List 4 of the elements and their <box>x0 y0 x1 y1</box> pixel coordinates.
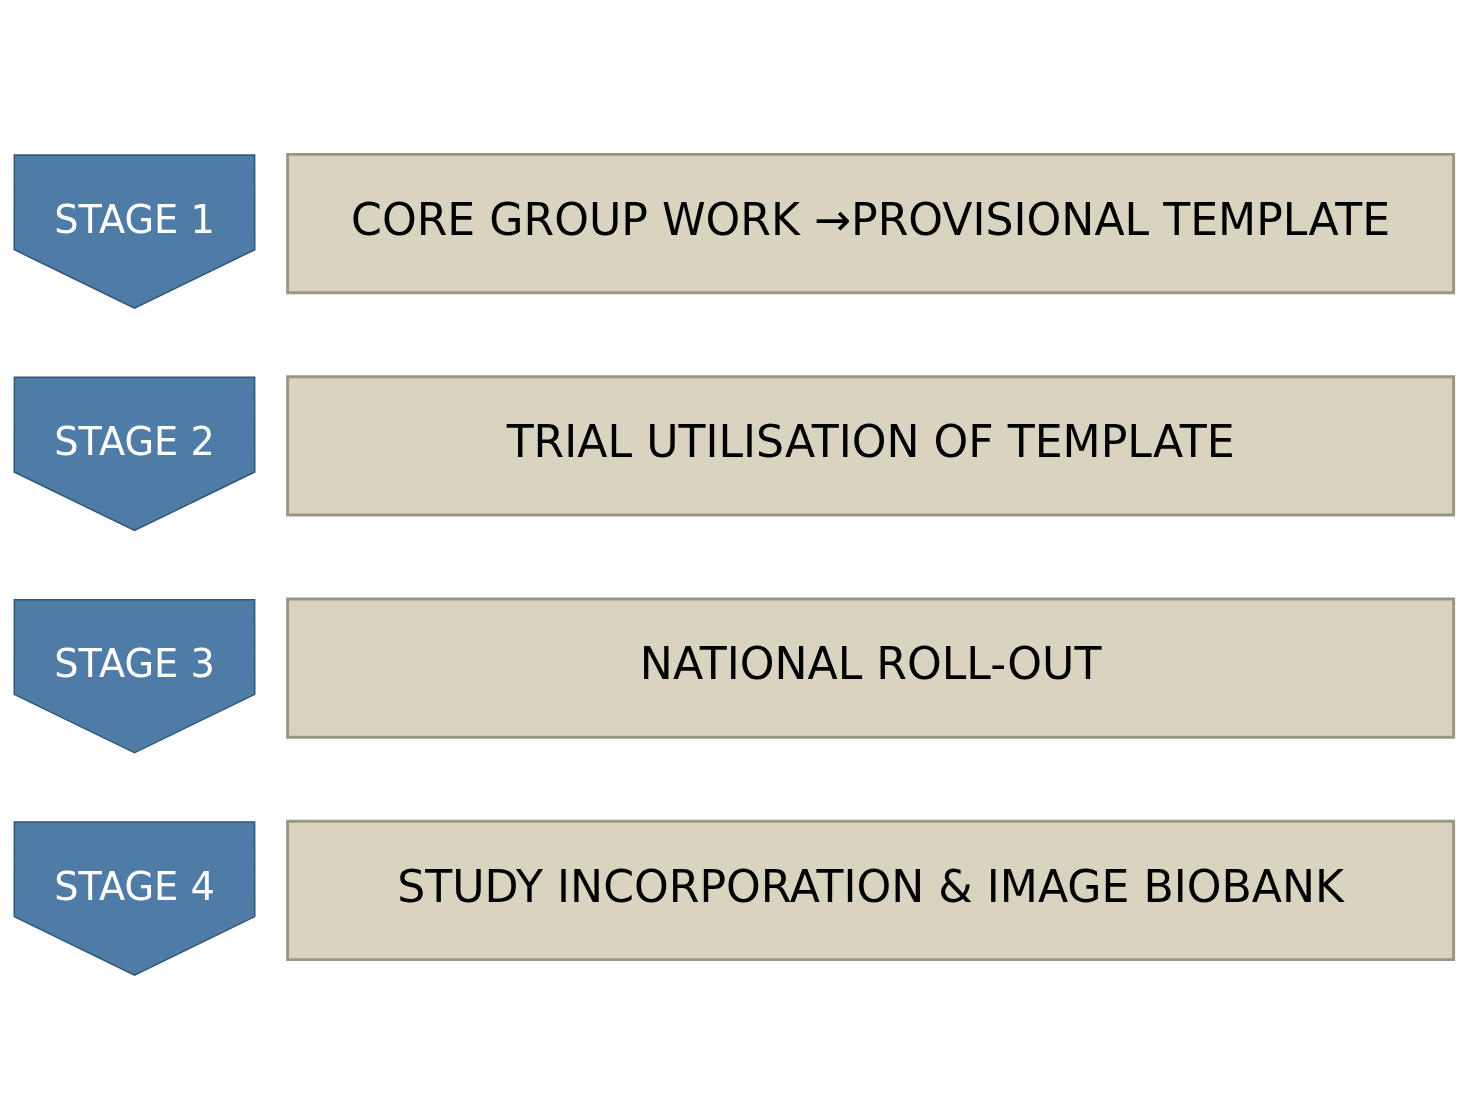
node-box: TRIAL UTILISATION OF TEMPLATE <box>286 375 1456 517</box>
node-box: NATIONAL ROLL-OUT <box>286 597 1456 739</box>
node-box: CORE GROUP WORK →PROVISIONAL TEMPLATE <box>286 152 1456 295</box>
node-box: STUDY INCORPORATION & IMAGE BIOBANK <box>286 819 1456 962</box>
